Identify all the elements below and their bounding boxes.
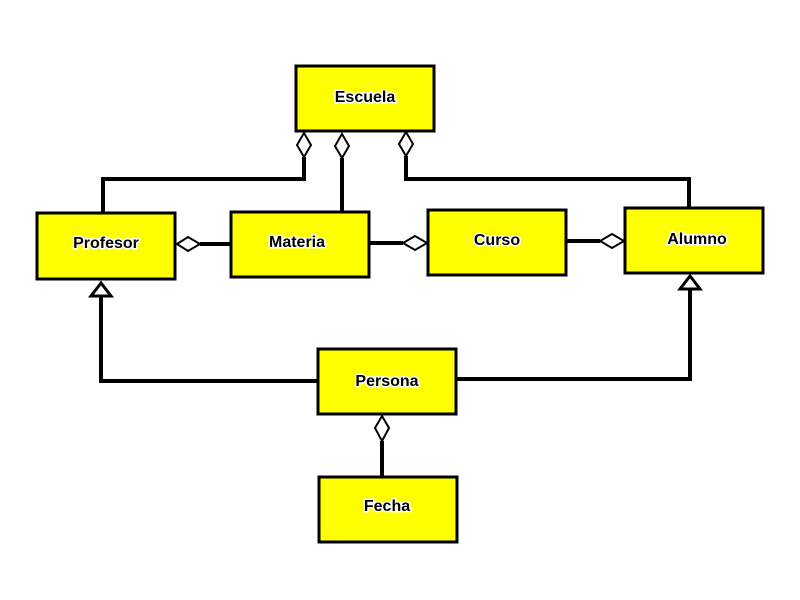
class-label-materia: Materia — [269, 234, 325, 251]
class-alumno: Alumno — [623, 206, 765, 275]
generalization-triangle-alumno — [676, 273, 704, 291]
generalization-triangle-profesor — [87, 280, 115, 298]
class-box-profesor — [35, 211, 177, 281]
class-label-profesor: Profesor — [73, 235, 139, 252]
class-box-materia — [229, 210, 371, 279]
class-escuela: Escuela — [294, 64, 436, 133]
connector-profesor-escuela — [101, 157, 306, 212]
aggregation-diamond-curso-alumno — [598, 232, 626, 250]
connectors — [99, 156, 692, 476]
class-label-fecha: Fecha — [364, 498, 410, 515]
class-box-alumno — [623, 206, 765, 275]
aggregation-diamond-materia-profesor — [175, 235, 202, 253]
aggregation-diamond-materia-escuela — [333, 132, 351, 160]
aggregation-diamond-profesor-escuela — [295, 131, 313, 159]
aggregation-diamond-alumno-escuela — [397, 130, 415, 158]
class-label-persona: Persona — [355, 373, 418, 390]
class-persona: Persona — [316, 347, 458, 416]
class-profesor: Profesor — [35, 211, 177, 281]
class-label-alumno: Alumno — [667, 231, 727, 248]
class-box-fecha — [317, 475, 459, 544]
connector-alumno-escuela — [404, 156, 691, 207]
class-materia: Materia — [229, 210, 371, 279]
class-box-escuela — [294, 64, 436, 133]
aggregation-diamond-materia-curso — [401, 234, 429, 252]
aggregation-diamond-fecha-persona — [373, 414, 391, 444]
generalization-markers — [87, 273, 704, 298]
class-label-curso: Curso — [474, 232, 520, 249]
connector-persona-profesor — [99, 296, 318, 383]
connector-persona-alumno — [456, 289, 692, 381]
aggregation-markers — [175, 130, 626, 444]
class-fecha: Fecha — [317, 475, 459, 544]
class-label-escuela: Escuela — [335, 89, 396, 106]
class-box-persona — [316, 347, 458, 416]
class-box-curso — [426, 208, 568, 277]
class-curso: Curso — [426, 208, 568, 277]
